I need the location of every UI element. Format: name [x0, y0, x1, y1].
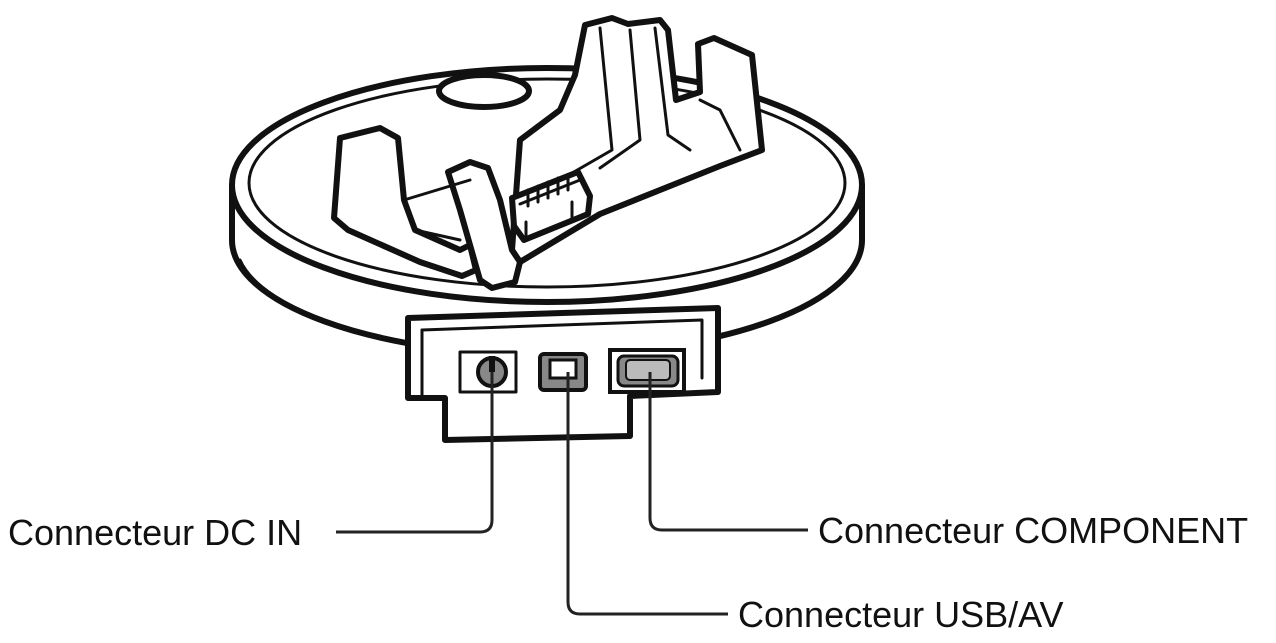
top-button: [436, 72, 532, 110]
label-component: Connecteur COMPONENT: [818, 510, 1248, 551]
label-dc-in: Connecteur DC IN: [8, 512, 302, 553]
component-port: [608, 348, 686, 394]
leader-usb-av: [566, 372, 728, 616]
leader-dc-in: [336, 372, 494, 534]
leader-component: [648, 372, 808, 532]
usb-av-port: [538, 352, 588, 392]
dock-connector: [509, 169, 593, 243]
label-usb-av: Connecteur USB/AV: [738, 594, 1064, 635]
